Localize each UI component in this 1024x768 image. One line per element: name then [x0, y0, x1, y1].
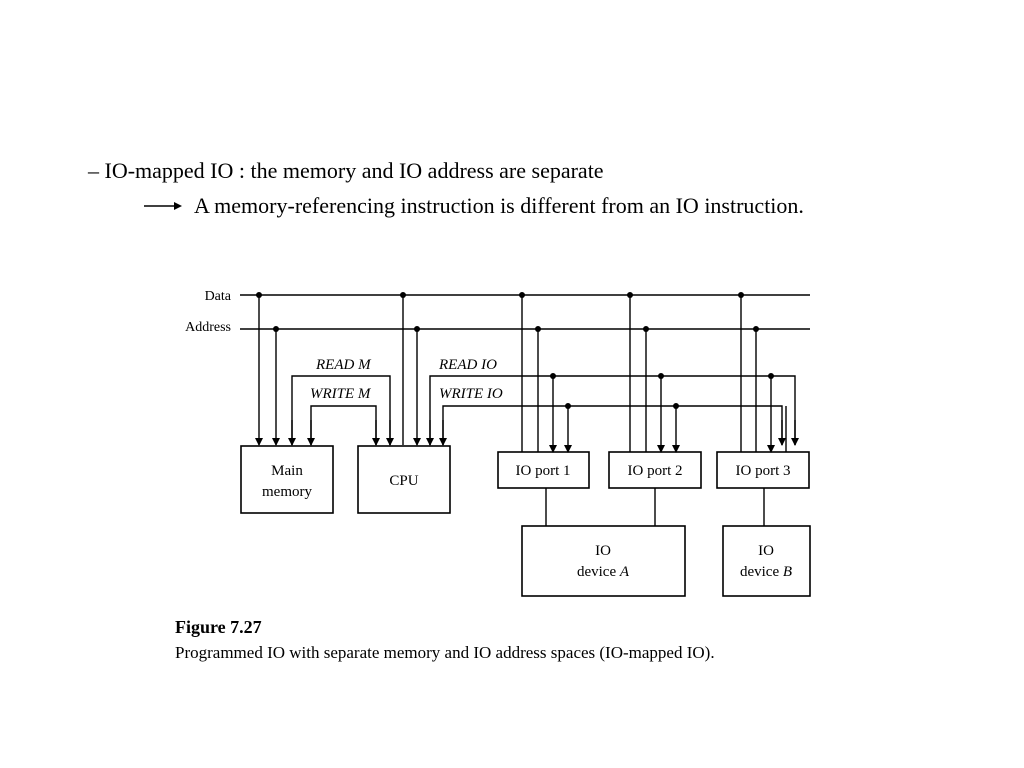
bullet-io-mapped: – IO-mapped IO : the memory and IO addre… — [88, 158, 604, 183]
write-io-line — [442, 405, 783, 445]
sub-point-text: A memory-referencing instruction is diff… — [194, 193, 804, 218]
device-a-label-1: IO — [595, 543, 611, 559]
sub-point: A memory-referencing instruction is diff… — [144, 193, 804, 219]
read-m-label: READ M — [315, 357, 372, 373]
io-port-2-label: IO port 2 — [628, 463, 683, 479]
io-port-3-label: IO port 3 — [736, 463, 791, 479]
write-m-line — [310, 405, 377, 445]
read-m-line — [291, 375, 391, 445]
device-b-label-2: device B — [740, 564, 792, 580]
read-io-label: READ IO — [438, 357, 497, 373]
cpu-block — [357, 445, 451, 514]
io-device-b-block — [722, 525, 811, 597]
device-a-label-2: device A — [577, 564, 630, 580]
cpu-label: CPU — [389, 473, 418, 489]
io-device-a-block — [521, 525, 686, 597]
main-memory-label-2: memory — [262, 484, 312, 500]
right-arrow-icon — [144, 193, 194, 219]
figure-caption: Programmed IO with separate memory and I… — [175, 643, 715, 662]
main-memory-label-1: Main — [271, 463, 303, 479]
io-port-2-block — [608, 451, 702, 489]
figure-title: Figure 7.27 — [175, 617, 262, 637]
data-bus-label: Data — [205, 289, 232, 304]
io-port-1-block — [497, 451, 590, 489]
write-io-label: WRITE IO — [439, 386, 503, 402]
main-memory-block — [240, 445, 334, 514]
device-b-label-1: IO — [758, 543, 774, 559]
io-port-3-block — [716, 451, 810, 489]
write-m-label: WRITE M — [310, 386, 372, 402]
address-bus-label: Address — [185, 320, 231, 335]
io-port-1-label: IO port 1 — [516, 463, 571, 479]
read-io-line — [429, 375, 796, 445]
